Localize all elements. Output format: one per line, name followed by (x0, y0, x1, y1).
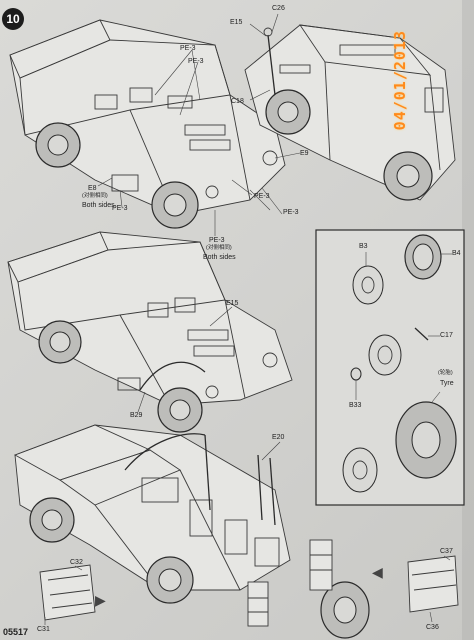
callout-c31: C31 (37, 626, 50, 633)
callout-b4: B4 (452, 250, 461, 257)
vehicle-top-right (244, 13, 456, 201)
step-number-badge: 10 (2, 8, 24, 30)
storage-rack-left (39, 564, 96, 625)
callout-c17: C17 (440, 332, 453, 339)
callout-pe3-bottom: PE-3 (209, 237, 225, 244)
callout-tyre: Tyre (440, 380, 454, 387)
vehicle-top-left (9, 19, 301, 236)
callout-pe3-bottom-note: (对侧相同) (206, 245, 232, 251)
direction-arrow-left: ▶ (95, 592, 106, 608)
ammo-box-stack (247, 539, 333, 627)
callout-tyre-note: (轮胎) (438, 370, 453, 376)
callout-c18: C18 (231, 98, 244, 105)
callout-b29: B29 (130, 412, 143, 419)
callout-e8-note: (对侧相同) (82, 193, 108, 199)
callout-e9: E9 (300, 150, 309, 157)
callout-pe3-b: PE-3 (188, 58, 204, 65)
callout-pe3-a: PE-3 (180, 45, 196, 52)
callout-pe3-e: PE-3 (283, 209, 299, 216)
vehicle-bottom-exploded (13, 424, 459, 639)
callout-c32: C32 (70, 559, 83, 566)
storage-rack-right (407, 555, 459, 623)
callout-e15-mid: E15 (226, 300, 239, 307)
callout-c37: C37 (440, 548, 453, 555)
vehicle-middle (7, 231, 293, 433)
callout-b3: B3 (359, 243, 368, 250)
callout-e20: E20 (272, 434, 285, 441)
wheel-assembly-inset (315, 229, 465, 506)
callout-e15-top: E15 (230, 19, 243, 26)
page-edge-shadow (462, 0, 474, 640)
callout-e8: E8 (88, 185, 97, 192)
callout-e8-both: Both sides (82, 202, 115, 209)
callout-pe3-d: PE-3 (254, 193, 270, 200)
callout-b33: B33 (349, 402, 362, 409)
callout-c36: C36 (426, 624, 439, 631)
page-number: 05517 (3, 627, 29, 637)
direction-arrow-right: ◀ (372, 564, 383, 580)
callout-c26: C26 (272, 5, 285, 12)
callout-pe3-c: PE-3 (112, 205, 128, 212)
date-stamp: 04/01/2013 (391, 30, 409, 131)
callout-pe3-bottom-both: Both sides (203, 254, 236, 261)
